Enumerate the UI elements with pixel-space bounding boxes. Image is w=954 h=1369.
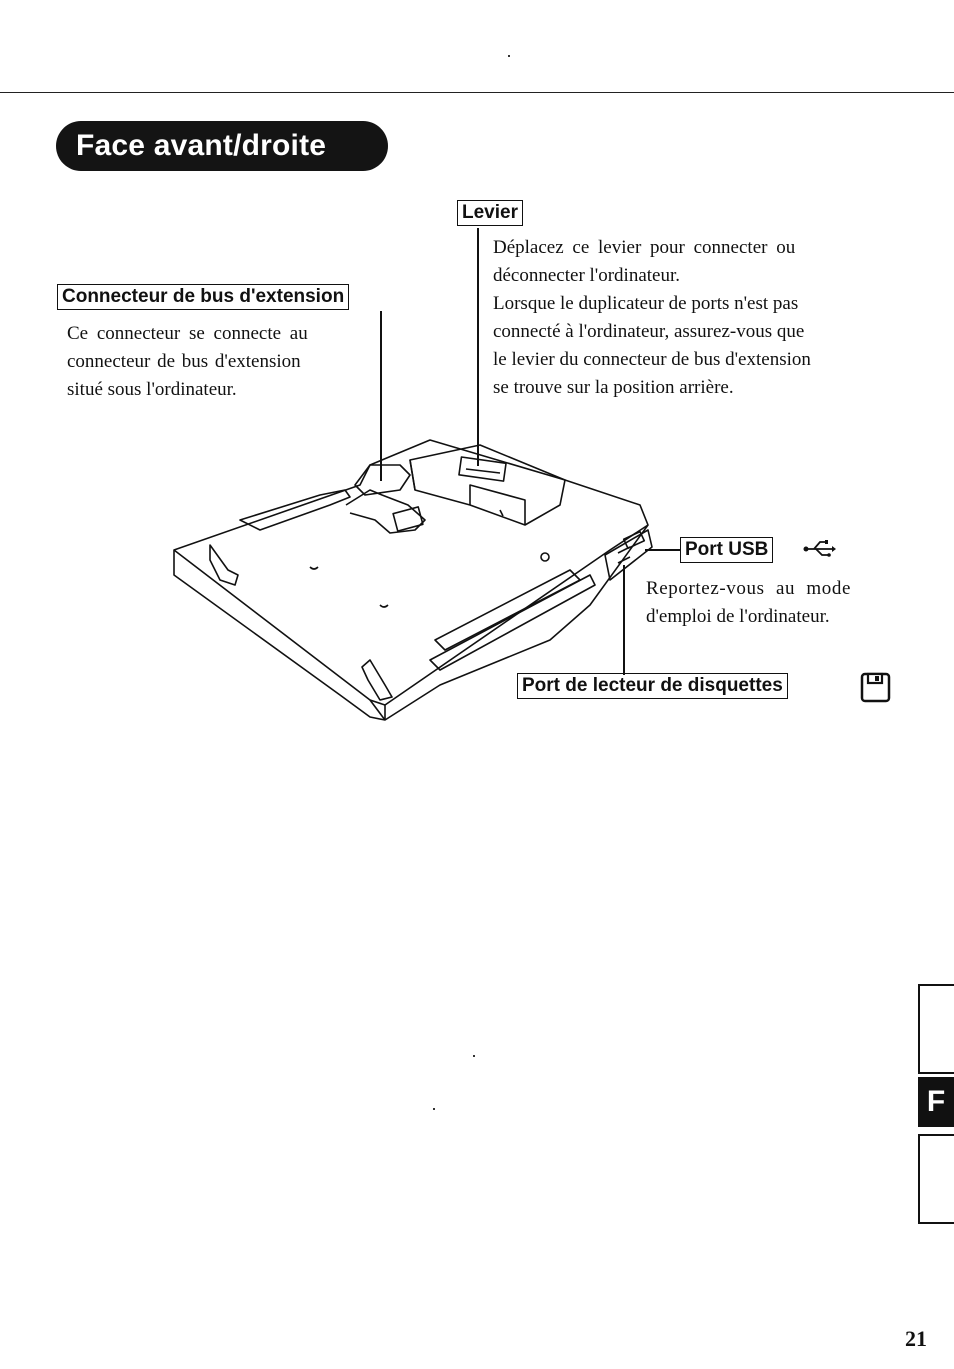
side-tab-frame-top	[918, 984, 954, 1074]
side-tab-frame-bottom	[918, 1134, 954, 1224]
text-line: situé sous l'ordinateur.	[67, 379, 237, 400]
text-line: Lorsque le duplicateur de ports n'est pa…	[493, 293, 799, 314]
page-number: 21	[905, 1326, 927, 1351]
text-line: le levier du connecteur de bus d'extensi…	[493, 349, 811, 370]
text-line: se trouve sur la position arrière.	[493, 377, 734, 398]
text-line: connecteur de bus d'extension	[67, 351, 301, 372]
side-tab-language-f: F	[918, 1077, 954, 1127]
text-line: Ce connecteur se connecte au	[67, 323, 308, 344]
description-levier: Déplacez ce levier pour connecter ou déc…	[493, 234, 893, 402]
text-line: Déplacez ce levier pour connecter ou	[493, 237, 796, 258]
text-line: d'emploi de l'ordinateur.	[646, 606, 830, 627]
leader-line-connecteur	[380, 311, 382, 481]
description-connecteur: Ce connecteur se connecte au connecteur …	[67, 320, 377, 404]
text-line: connecté à l'ordinateur, assurez-vous qu…	[493, 321, 805, 342]
label-connecteur: Connecteur de bus d'extension	[57, 284, 350, 310]
text-line: déconnecter l'ordinateur.	[493, 265, 681, 286]
speck	[508, 55, 510, 57]
section-title: Face avant/droite	[56, 121, 388, 171]
leader-line-disquettes	[623, 565, 625, 675]
label-port-usb: Port USB	[680, 537, 774, 563]
floppy-disk-icon	[860, 672, 891, 703]
leader-line-usb	[645, 549, 681, 551]
speck	[433, 1108, 435, 1110]
top-rule	[0, 92, 954, 93]
speck	[473, 1055, 475, 1057]
description-port-usb: Reportez-vous au mode d'emploi de l'ordi…	[646, 575, 908, 631]
label-port-disquettes: Port de lecteur de disquettes	[517, 673, 788, 699]
leader-line-levier	[477, 228, 479, 466]
port-replicator-illustration	[173, 439, 653, 721]
usb-icon	[803, 540, 836, 557]
label-levier: Levier	[457, 200, 523, 226]
text-line: Reportez-vous au mode	[646, 578, 852, 599]
